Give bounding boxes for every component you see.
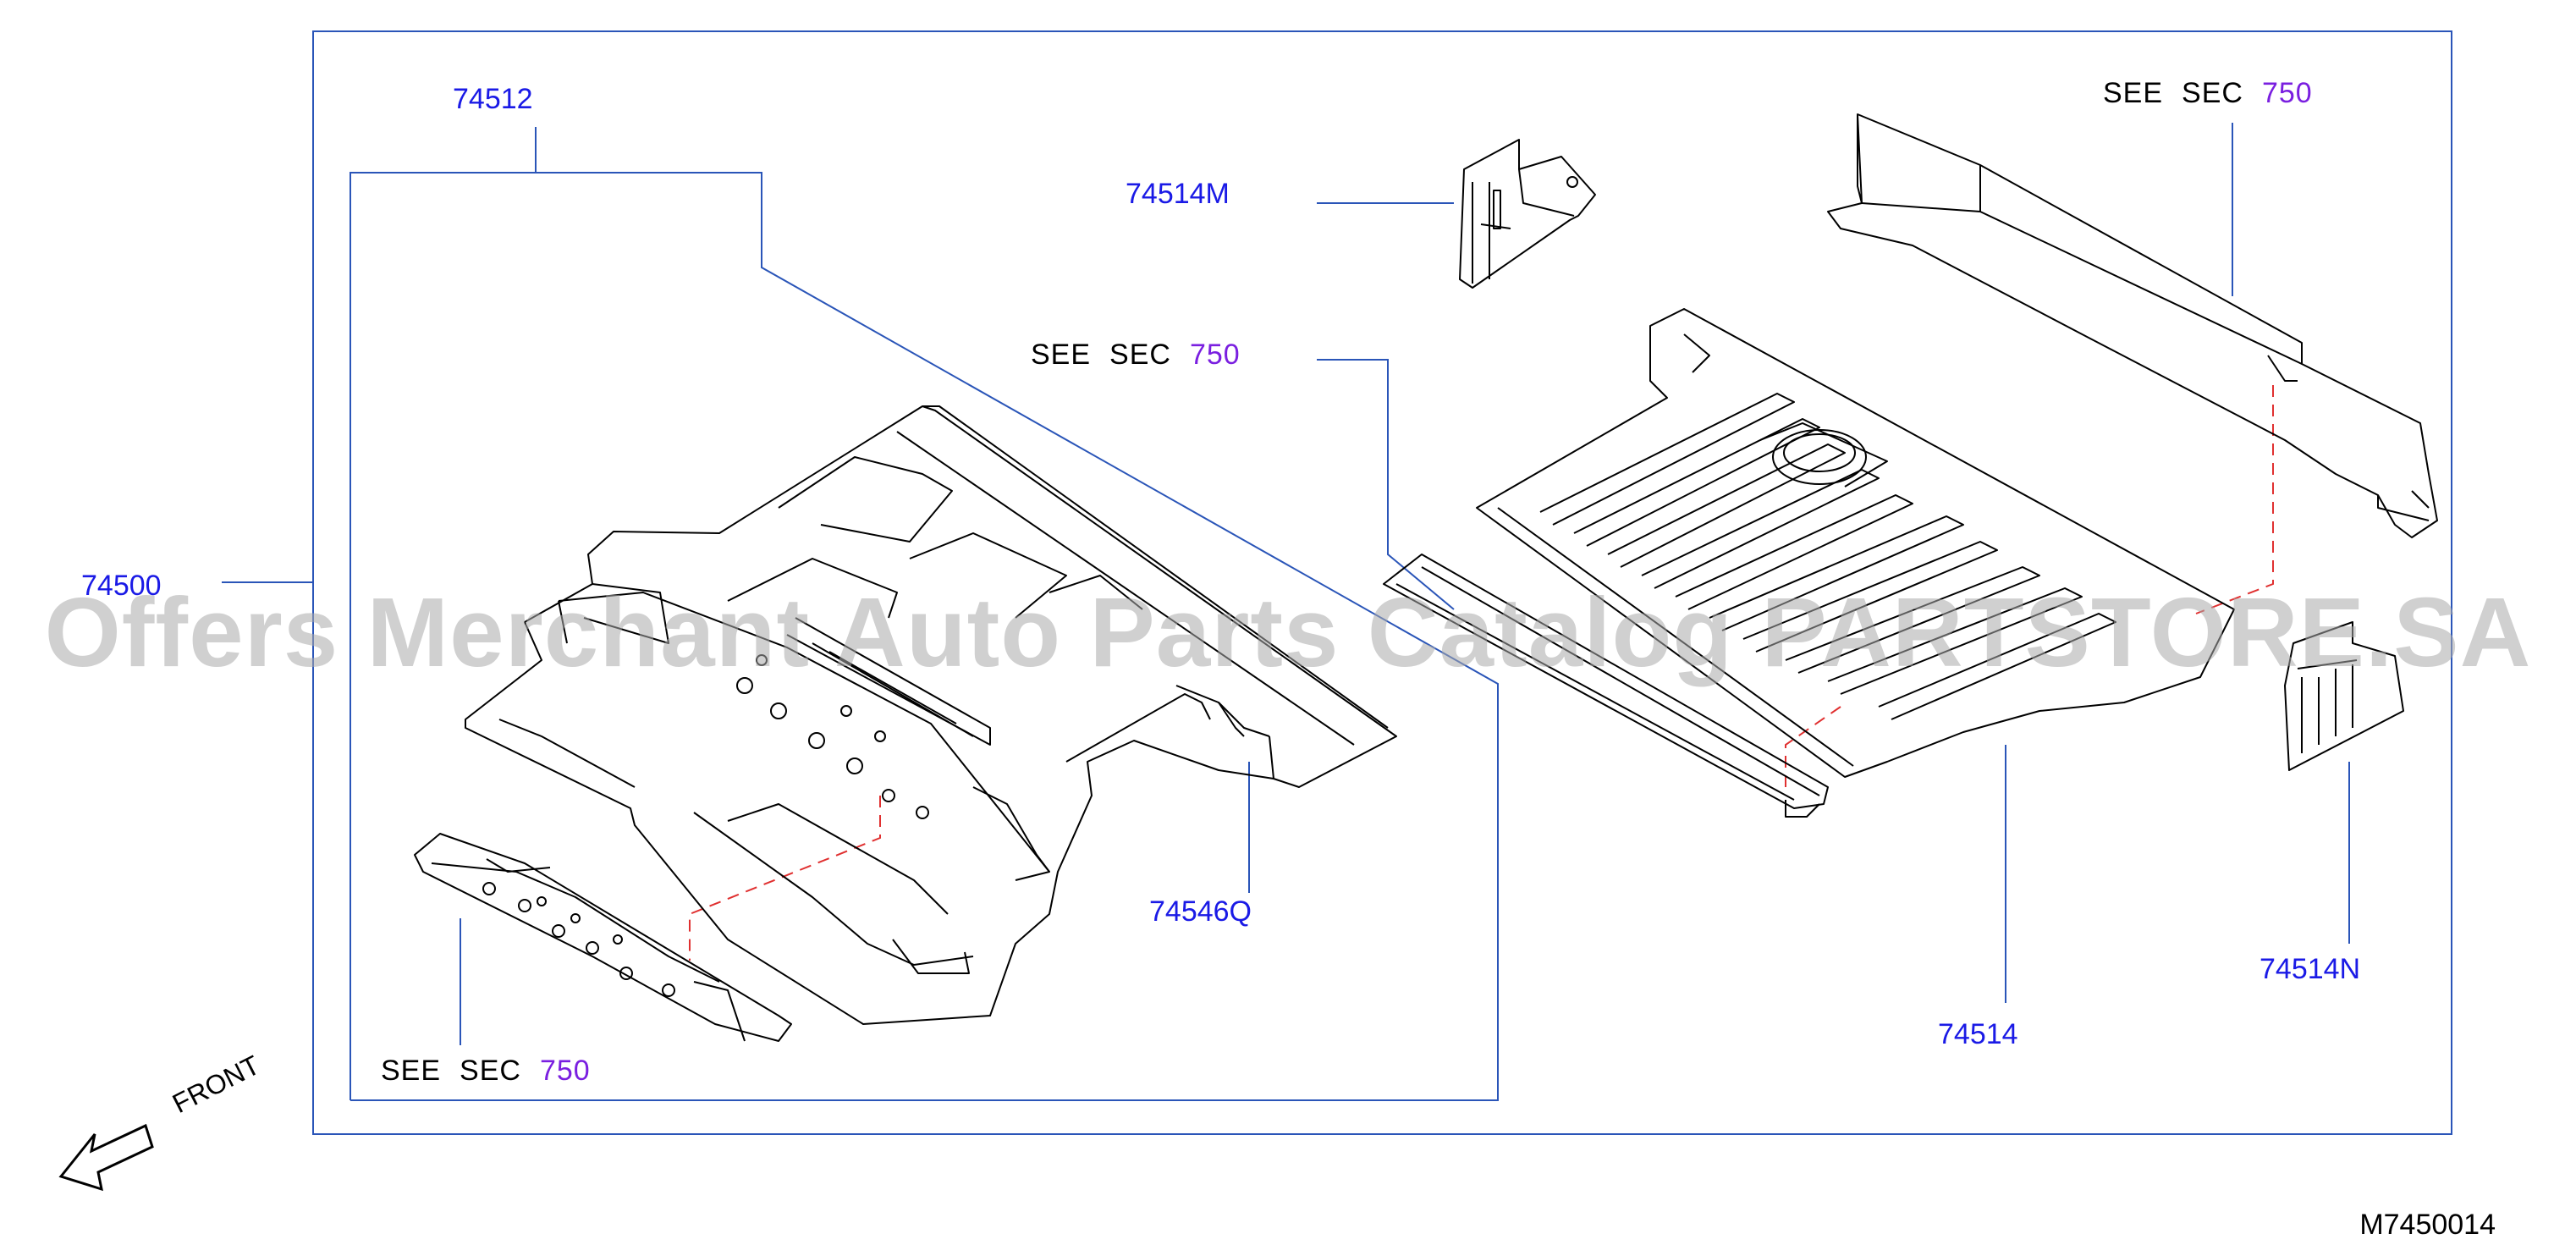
rear-rail	[1827, 113, 2438, 538]
front-floor-frame	[350, 172, 1499, 1101]
bracket-74514M	[1459, 139, 1596, 289]
see-sec-ref-bottom-left: SEE SEC 750	[381, 1056, 591, 1085]
part-label-74512[interactable]: 74512	[453, 83, 533, 115]
bracket-74514N	[2284, 621, 2404, 771]
see-sec-ref-top-right: SEE SEC 750	[2103, 79, 2313, 107]
watermark-text: Offers Merchant Auto Parts Catalog PARTS…	[44, 577, 2532, 687]
front-floor-panel	[465, 405, 1397, 1025]
sec-text: SEC	[1109, 339, 1171, 371]
rear-floor-panel	[1476, 308, 2235, 778]
dashed-rear-rail	[2195, 385, 2274, 614]
part-label-74514[interactable]: 74514	[1938, 1018, 2018, 1050]
section-link[interactable]: 750	[2261, 77, 2313, 109]
part-label-74514N[interactable]: 74514N	[2260, 953, 2361, 985]
part-label-74546Q[interactable]: 74546Q	[1149, 895, 1252, 928]
see-text: SEE	[2103, 77, 2164, 109]
front-cross-member	[414, 833, 792, 1042]
front-arrow-icon	[58, 1123, 154, 1192]
see-sec-ref-center: SEE SEC 750	[1031, 340, 1241, 369]
section-link[interactable]: 750	[1189, 339, 1241, 371]
part-label-74500[interactable]: 74500	[81, 570, 162, 602]
see-text: SEE	[1031, 339, 1092, 371]
sec-text: SEC	[460, 1055, 521, 1087]
dashed-front-member	[689, 796, 881, 961]
diagram-code: M7450014	[2359, 1209, 2496, 1241]
section-link[interactable]: 750	[539, 1055, 591, 1087]
leader-lines	[222, 30, 2452, 1135]
see-text: SEE	[381, 1055, 442, 1087]
leader-see-sec-center	[1317, 359, 1455, 610]
part-label-74514M[interactable]: 74514M	[1126, 178, 1230, 210]
sec-text: SEC	[2182, 77, 2243, 109]
side-sill	[1383, 554, 1829, 818]
